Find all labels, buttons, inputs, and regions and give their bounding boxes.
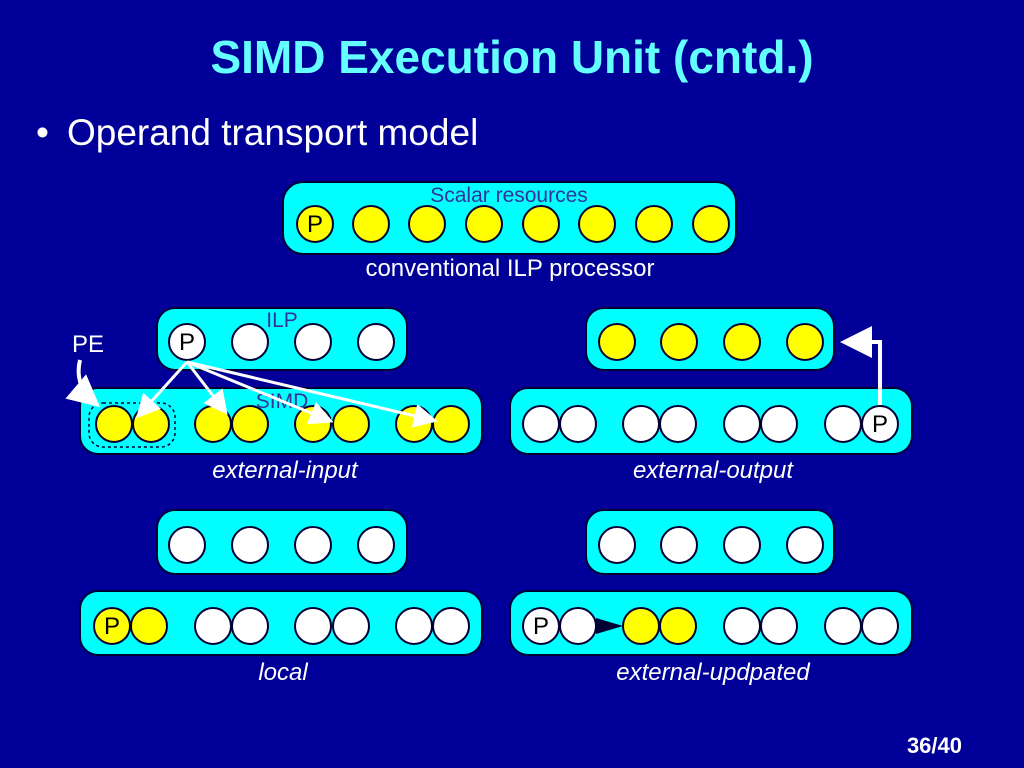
scalar-unit (352, 205, 390, 243)
ilp-unit (357, 526, 395, 564)
simd-unit (130, 607, 168, 645)
update-arrow (596, 618, 623, 634)
pe-pointer-arrow (65, 359, 101, 408)
ilp-panel-output (585, 307, 835, 371)
simd-unit (622, 405, 660, 443)
simd-unit (760, 607, 798, 645)
simd-unit (194, 607, 232, 645)
ilp-panel-updated (585, 509, 835, 575)
simd-unit (132, 405, 170, 443)
broadcast-arrows (135, 360, 438, 428)
processor-label: P (307, 211, 323, 238)
ilp-panel-local (156, 509, 408, 575)
simd-unit (659, 607, 697, 645)
ilp-unit (231, 323, 269, 361)
ilp-panel-input (156, 307, 408, 371)
simd-unit (861, 607, 899, 645)
ilp-unit (168, 526, 206, 564)
scalar-units: P (296, 205, 730, 243)
simd-unit (559, 607, 597, 645)
simd-unit (824, 607, 862, 645)
simd-unit (659, 405, 697, 443)
simd-panel-output (509, 387, 913, 455)
external-input-caption: external-input (212, 457, 359, 484)
simd-unit (294, 405, 332, 443)
bullet-item: • Operand transport model (36, 112, 478, 154)
ilp-unit (660, 323, 698, 361)
scalar-unit (692, 205, 730, 243)
simd-unit (332, 405, 370, 443)
simd-unit (395, 607, 433, 645)
ilp-unit (723, 323, 761, 361)
simd-unit (760, 405, 798, 443)
simd-unit (231, 405, 269, 443)
ilp-unit (231, 526, 269, 564)
processor-label: P (872, 411, 888, 438)
local-caption: local (258, 659, 308, 686)
writeback-arrow (840, 326, 882, 405)
page-number: 36/40 (906, 733, 962, 758)
pe-outline (88, 402, 176, 448)
processor-label: P (533, 613, 549, 640)
ilp-unit (357, 323, 395, 361)
simd-unit (95, 405, 133, 443)
scalar-unit (578, 205, 616, 243)
processor-unit (296, 205, 334, 243)
ilp-unit (294, 526, 332, 564)
simd-panel-input (79, 387, 483, 455)
broadcast-arrow (135, 360, 189, 419)
processor-label: P (104, 613, 120, 640)
simd-unit (622, 607, 660, 645)
broadcast-arrow (186, 360, 438, 428)
ilp-unit (598, 526, 636, 564)
simd-unit (294, 607, 332, 645)
simd-panel-local (79, 590, 483, 656)
simd-unit (559, 405, 597, 443)
processor-label: P (179, 329, 195, 356)
ilp-label: ILP (266, 309, 298, 332)
external-output-caption: external-output (633, 457, 794, 484)
ilp-unit (598, 323, 636, 361)
bullet-marker: • (36, 112, 49, 153)
simd-unit (231, 607, 269, 645)
slide-title: SIMD Execution Unit (cntd.) (210, 31, 814, 83)
ilp-unit (786, 323, 824, 361)
pe-label: PE (72, 331, 104, 358)
external-updated-caption: external-updpated (616, 659, 810, 686)
scalar-resources-panel (282, 181, 737, 255)
processor-unit (861, 405, 899, 443)
simd-unit (432, 607, 470, 645)
scalar-unit (522, 205, 560, 243)
simd-unit (332, 607, 370, 645)
simd-unit (723, 405, 761, 443)
processor-unit (168, 323, 206, 361)
ilp-unit (723, 526, 761, 564)
simd-unit (432, 405, 470, 443)
scalar-unit (635, 205, 673, 243)
simd-unit (723, 607, 761, 645)
ilp-unit (294, 323, 332, 361)
broadcast-arrow (186, 360, 334, 425)
simd-panel-updated (509, 590, 913, 656)
broadcast-arrow (185, 361, 228, 415)
bullet-text: Operand transport model (66, 112, 479, 153)
conventional-caption: conventional ILP processor (365, 255, 654, 282)
scalar-unit (465, 205, 503, 243)
scalar-resources-label: Scalar resources (430, 184, 588, 207)
simd-unit (522, 405, 560, 443)
scalar-unit (408, 205, 446, 243)
ilp-unit (660, 526, 698, 564)
simd-unit (194, 405, 232, 443)
ilp-unit (786, 526, 824, 564)
simd-unit (824, 405, 862, 443)
